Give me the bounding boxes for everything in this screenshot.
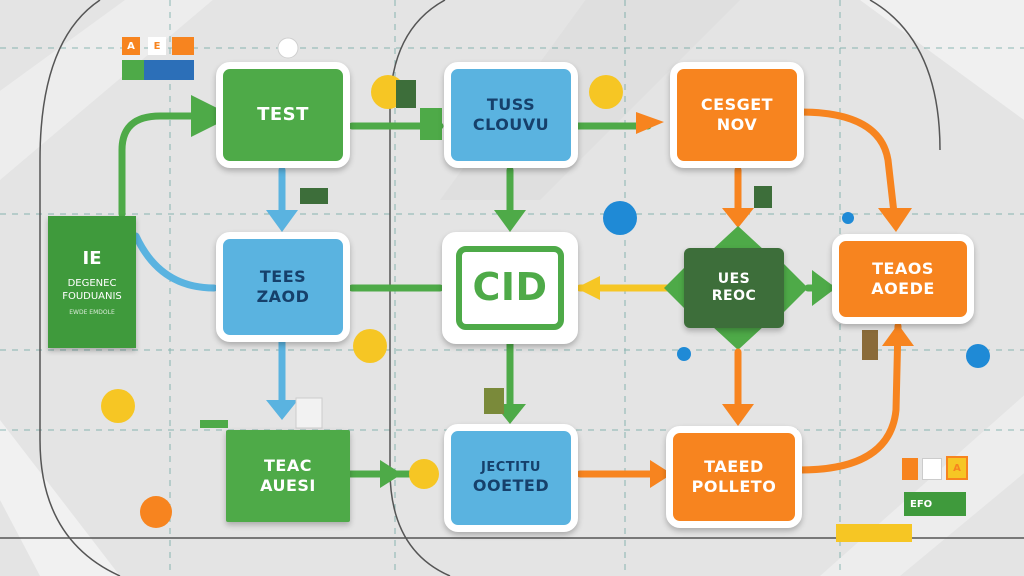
node-tuss-cloud-line-2: CLOUVU bbox=[472, 115, 550, 134]
node-teaos-aoede[interactable]: TEAOS AOEDE bbox=[832, 234, 974, 324]
node-teaos-aoede-line-2: AOEDE bbox=[871, 279, 935, 298]
bottom-right-tag-orange bbox=[902, 458, 918, 480]
node-tees-zaod-line-1: TEES bbox=[259, 267, 307, 286]
node-taeed-polleto-line-1: TAEED bbox=[704, 457, 764, 476]
node-tees-zaod-line-2: ZAOD bbox=[256, 287, 310, 306]
node-teac-auesi-line-2: AUESI bbox=[260, 476, 316, 495]
node-teac-auesi-line-1: TEAC bbox=[264, 456, 312, 475]
node-cid-inner: CID bbox=[456, 246, 564, 330]
node-tees-zaod[interactable]: TEES ZAOD bbox=[216, 232, 350, 342]
node-teaos-aoede-line-1: TEAOS bbox=[872, 259, 934, 278]
node-ues-reoc[interactable]: UES REOC bbox=[684, 248, 784, 328]
side-card-line-2: FOUDUANIS bbox=[62, 291, 122, 302]
node-ues-reoc-line-1: UES bbox=[717, 270, 751, 287]
node-tuss-cloud[interactable]: TUSS CLOUVU bbox=[444, 62, 578, 168]
device-decorations bbox=[200, 80, 878, 429]
decorative-dots bbox=[101, 37, 990, 528]
node-cesget-now-line-2: NOV bbox=[716, 115, 758, 134]
bottom-right-tag-white bbox=[922, 458, 942, 480]
bottom-right-tag-2: EFO bbox=[904, 492, 966, 516]
node-ues-reoc-line-2: REOC bbox=[711, 288, 757, 304]
bottom-right-tag-1: A bbox=[946, 456, 968, 480]
side-card-small: EWDE EMDOLE bbox=[69, 309, 115, 316]
node-jectitu-ooeted[interactable]: JECTITU OOETED bbox=[444, 424, 578, 532]
node-test-label: TEST bbox=[257, 103, 309, 125]
node-cesget-now-line-1: CESGET bbox=[700, 95, 774, 114]
node-jectitu-ooeted-line-2: OOETED bbox=[472, 476, 550, 496]
node-tuss-cloud-line-1: TUSS bbox=[486, 95, 536, 114]
side-card-line-1: DEGENEC bbox=[67, 278, 117, 289]
top-left-tag-1: A bbox=[122, 37, 140, 55]
node-cid-label: CID bbox=[472, 265, 548, 310]
side-card[interactable]: IE DEGENEC FOUDUANIS EWDE EMDOLE bbox=[48, 216, 136, 348]
side-card-logo: IE bbox=[82, 248, 102, 269]
top-left-tag-orange bbox=[172, 37, 194, 55]
node-taeed-polleto[interactable]: TAEED POLLETO bbox=[666, 426, 802, 528]
node-cesget-now[interactable]: CESGET NOV bbox=[670, 62, 804, 168]
top-left-tag-2: E bbox=[148, 37, 166, 55]
node-jectitu-ooeted-line-1: JECTITU bbox=[481, 459, 541, 475]
top-left-tag-bar bbox=[122, 60, 194, 80]
bottom-right-tag-yellow bbox=[836, 524, 912, 542]
node-cid[interactable]: CID bbox=[442, 232, 578, 344]
node-teac-auesi[interactable]: TEAC AUESI bbox=[226, 430, 350, 522]
node-taeed-polleto-line-2: POLLETO bbox=[691, 477, 777, 496]
node-test[interactable]: TEST bbox=[216, 62, 350, 168]
